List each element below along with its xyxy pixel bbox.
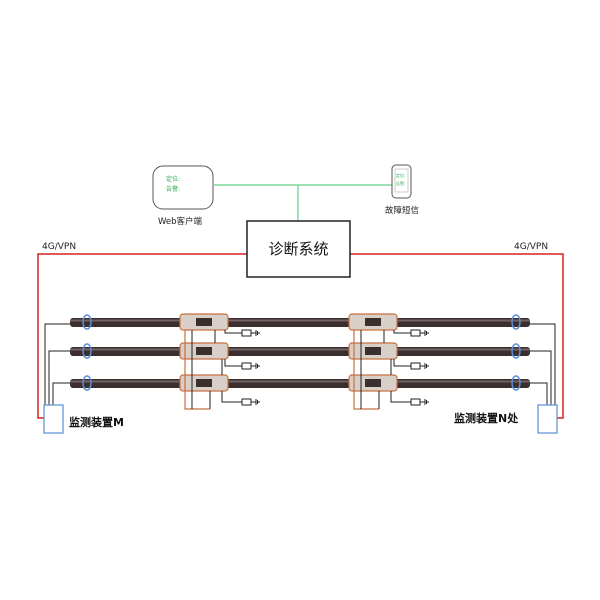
- cable-2: [70, 342, 530, 360]
- sensor-clamp: [82, 314, 92, 330]
- monitor-device-left[interactable]: 监测装置M: [43, 404, 124, 434]
- sensor-clamp: [511, 375, 521, 391]
- phone-label: 故障短信: [385, 205, 420, 216]
- bonding-right: [353, 330, 411, 410]
- ground-icon: [241, 362, 260, 370]
- monitor-device-right[interactable]: 监测装置N处: [454, 404, 558, 434]
- phone-sms[interactable]: 定位: 告警: 故障短信: [385, 164, 420, 216]
- ground-icon: [410, 362, 429, 370]
- ground-icon: [241, 398, 260, 406]
- cable-1: [70, 313, 530, 331]
- ground-icon: [410, 329, 429, 337]
- phone-line-1: 定位:: [396, 172, 405, 178]
- phone-line-2: 告警:: [396, 180, 405, 186]
- web-client[interactable]: 定位: 告警: Web客户端: [152, 165, 214, 227]
- web-client-line-2: 告警:: [166, 185, 180, 193]
- ground-icon: [241, 329, 260, 337]
- left-device-label: 监测装置M: [69, 415, 124, 429]
- sensor-clamp: [82, 375, 92, 391]
- right-device-label: 监测装置N处: [454, 411, 519, 425]
- diagnosis-system-label: 诊断系统: [268, 240, 328, 258]
- bonding-left: [184, 330, 242, 410]
- ground-icon: [410, 398, 429, 406]
- right-link-label: 4G/VPN: [514, 242, 548, 252]
- web-client-label: Web客户端: [158, 216, 203, 227]
- diagnosis-system-box[interactable]: 诊断系统: [246, 220, 351, 278]
- lan-connections: [214, 184, 400, 221]
- web-client-line-1: 定位:: [166, 175, 180, 183]
- sensor-clamp: [511, 343, 521, 359]
- ground-terminals: [241, 329, 429, 406]
- cable-3: [70, 374, 530, 392]
- left-link-label: 4G/VPN: [42, 242, 76, 252]
- cable-group: [44, 313, 556, 410]
- sensor-clamp: [82, 343, 92, 359]
- sensor-clamp: [511, 314, 521, 330]
